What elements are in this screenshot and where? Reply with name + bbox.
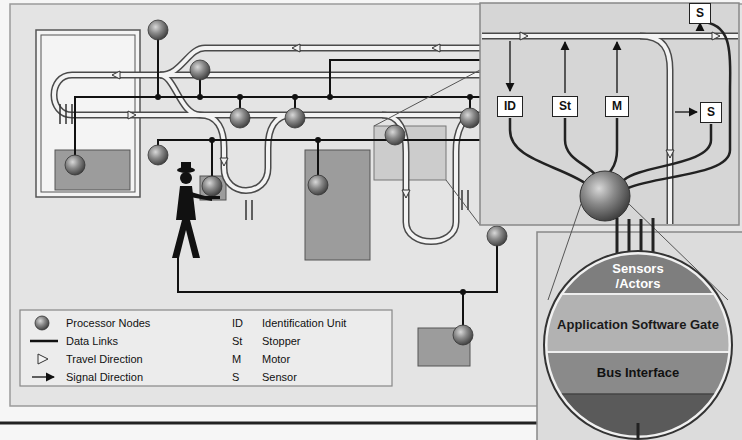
legend-sample-signal (32, 376, 54, 377)
sensor-box: S (700, 102, 722, 123)
legend-text: Stopper (262, 335, 301, 348)
legend-text: Signal Direction (66, 371, 143, 384)
legend-sample-node (35, 316, 49, 330)
stopper-box: St (552, 96, 578, 117)
layer-band: Bus Interface (563, 365, 713, 380)
layer-band: Application Software Gate (556, 317, 720, 332)
processor-detail-panel (537, 232, 742, 440)
node-text: St (559, 99, 571, 114)
legend-text: Identification Unit (262, 317, 346, 330)
node-pin (617, 218, 653, 255)
data-link (75, 30, 497, 335)
node-wire (510, 22, 730, 188)
link-junction (155, 94, 473, 295)
sensor-box: S (689, 3, 711, 24)
legend-box (20, 310, 392, 386)
track-ties (60, 104, 468, 220)
legend-text: Data Links (66, 335, 118, 348)
motor-box: M (605, 96, 629, 117)
machine-block (55, 150, 130, 190)
bus-drop (637, 423, 640, 439)
conveyor-track-inner (482, 36, 738, 224)
processor-outline (544, 251, 732, 439)
legend-text: Travel Direction (66, 353, 143, 366)
legend-text: Motor (262, 353, 290, 366)
legend-abbreviation: S (232, 371, 239, 384)
node-text: Bus Interface (563, 365, 713, 380)
legend-abbreviation: M (232, 353, 241, 366)
node-text: M (612, 99, 622, 114)
conveyor-track (482, 36, 738, 224)
node-text: S (696, 6, 704, 21)
identification-unit-box: ID (497, 96, 523, 117)
zoom-region (374, 126, 446, 180)
legend-abbreviation: ID (232, 317, 243, 330)
processor-layers (540, 250, 740, 440)
machine-block (305, 150, 370, 260)
operator-figure (172, 162, 220, 258)
processor-node (65, 20, 507, 345)
processor-node (580, 171, 630, 221)
legend-abbreviation: St (232, 335, 242, 348)
zoom-line (374, 70, 480, 225)
legend-sample-travel (38, 354, 48, 364)
legend-sample-link (30, 340, 58, 343)
legend-text: Processor Nodes (66, 317, 150, 330)
node-text: Application Software Gate (556, 317, 720, 332)
processor-outline (546, 253, 730, 437)
legend-text: Sensor (262, 371, 297, 384)
node-text: S (707, 105, 715, 120)
detail-inset (480, 3, 739, 225)
travel-direction (520, 32, 720, 158)
node-text: ID (504, 99, 516, 114)
node-text: Sensors /Actors (602, 261, 674, 291)
page-frame (10, 4, 742, 406)
layer-band: Sensors /Actors (602, 261, 674, 291)
